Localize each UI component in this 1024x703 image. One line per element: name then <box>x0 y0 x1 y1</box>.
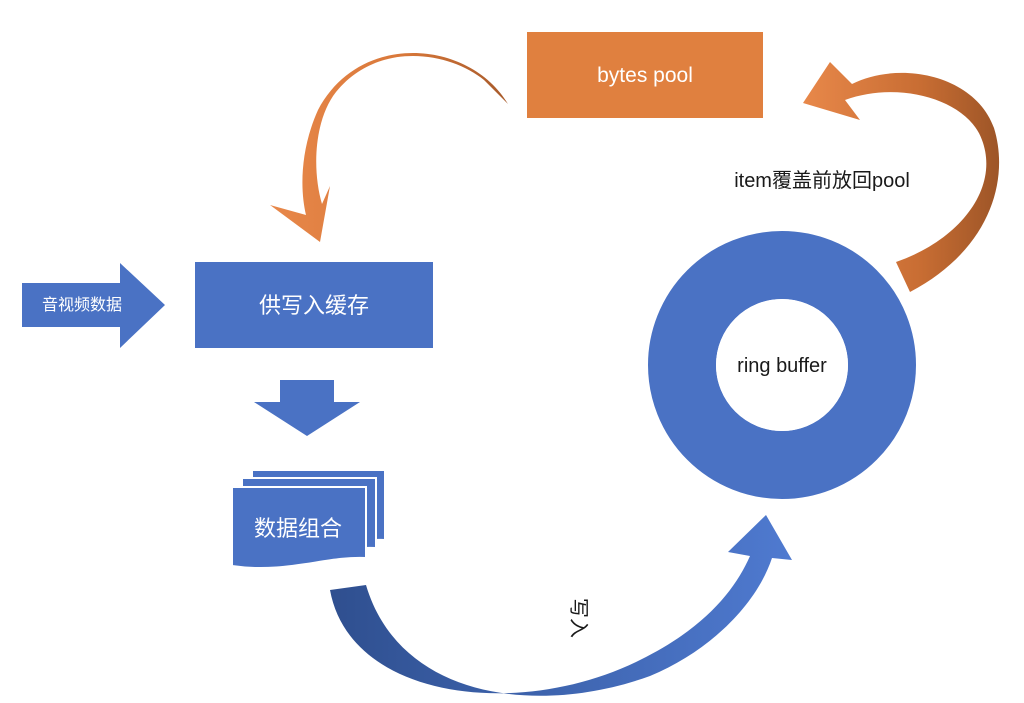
ring-buffer-ring <box>648 231 916 499</box>
arrow-combine-to-ring <box>330 515 792 696</box>
av-data-arrow <box>22 263 165 348</box>
arrow-pool-to-cache <box>270 52 508 242</box>
write-cache-label: 供写入缓存 <box>259 293 369 318</box>
bytes-pool-box <box>527 32 763 118</box>
ring-buffer-hole <box>716 299 848 431</box>
down-arrow <box>254 380 360 436</box>
bytes-pool-label: bytes pool <box>597 64 693 87</box>
write-cache-box <box>195 262 433 348</box>
ring-buffer-label: ring buffer <box>737 355 827 377</box>
arrow-ring-to-pool <box>803 62 1000 292</box>
write-label: 写入 <box>567 598 589 638</box>
data-combine-label: 数据组合 <box>254 516 342 541</box>
data-combine-shape <box>231 469 386 570</box>
return-to-pool-label: item覆盖前放回pool <box>734 169 910 192</box>
av-data-label: 音视频数据 <box>42 296 122 314</box>
